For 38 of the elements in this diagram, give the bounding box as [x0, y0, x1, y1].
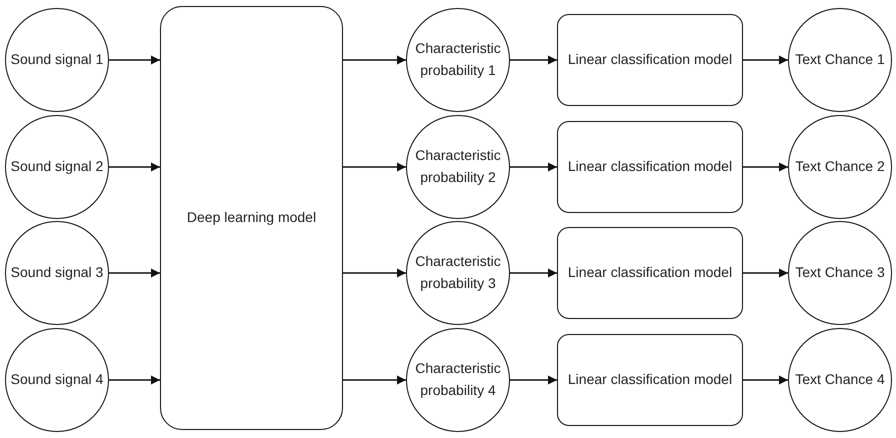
node-label: Characteristic probability 3	[414, 252, 502, 293]
node-label: Deep learning model	[186, 208, 318, 228]
node-label: Linear classification model	[566, 370, 734, 390]
node-label: Linear classification model	[566, 50, 734, 70]
node-label: Sound signal 3	[10, 263, 104, 282]
arrow	[343, 162, 406, 172]
arrow	[743, 162, 788, 172]
arrow	[743, 56, 788, 64]
arrow	[743, 376, 788, 384]
arrow	[510, 376, 557, 384]
node-label: Characteristic probability 4	[414, 359, 502, 400]
node-label: Sound signal 1	[10, 50, 104, 70]
node-label: Text Chance 4	[794, 370, 886, 390]
node-label: Text Chance 2	[794, 157, 886, 176]
arrow	[343, 268, 406, 278]
node-label: Text Chance 1	[794, 50, 886, 70]
node-label: Sound signal 2	[10, 157, 104, 176]
node-label: Characteristic probability 1	[414, 39, 502, 80]
arrow	[109, 162, 160, 172]
arrow	[510, 162, 557, 172]
node-label: Text Chance 3	[794, 263, 886, 282]
node-label: Characteristic probability 2	[414, 146, 502, 187]
process-box	[160, 6, 343, 430]
arrow	[343, 376, 406, 384]
process-box	[557, 14, 743, 106]
arrow	[510, 56, 557, 64]
arrow	[743, 268, 788, 278]
process-box	[557, 121, 743, 213]
arrow	[343, 56, 406, 64]
process-box	[557, 334, 743, 426]
node-label: Linear classification model	[566, 157, 734, 176]
node-label: Sound signal 4	[10, 370, 104, 390]
arrow	[109, 376, 160, 384]
arrow	[510, 268, 557, 278]
arrow	[109, 56, 160, 64]
process-box	[557, 227, 743, 319]
node-label: Linear classification model	[566, 263, 734, 282]
arrow	[109, 268, 160, 278]
